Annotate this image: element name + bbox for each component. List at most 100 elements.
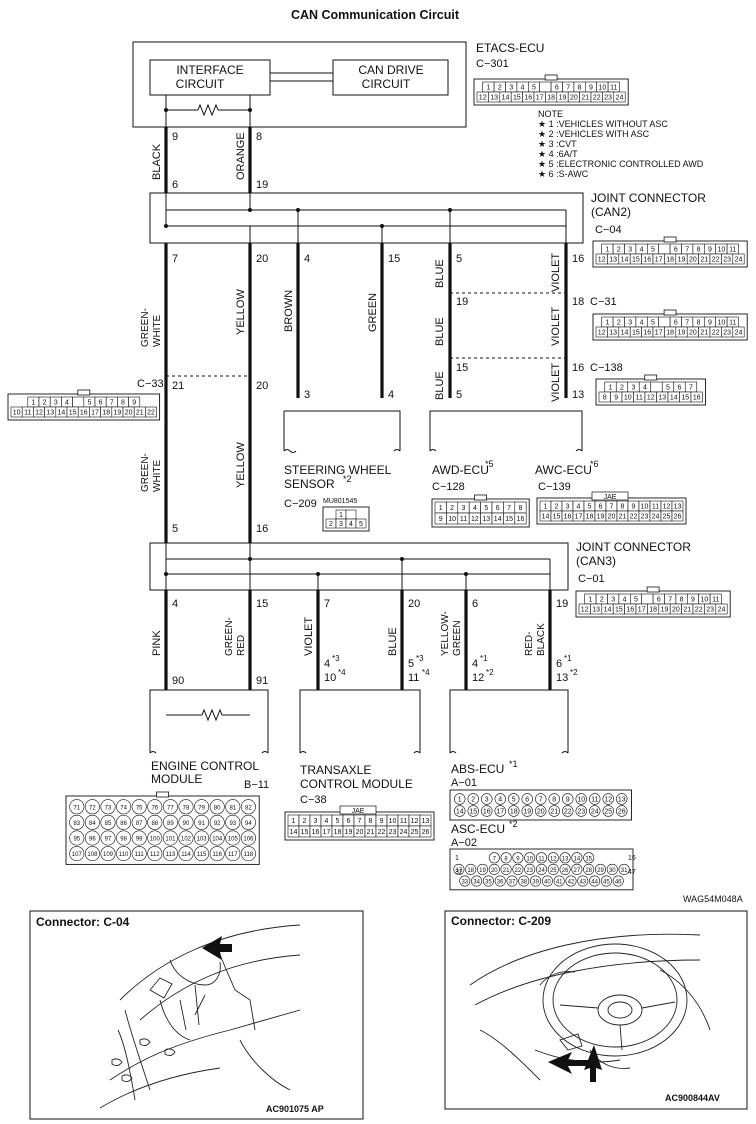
connector-pin bbox=[100, 830, 116, 846]
connector-cavity bbox=[658, 243, 671, 255]
tcm-pin-a2: 10 bbox=[324, 672, 336, 684]
top-wires: BLACK ORANGE 9 6 8 19 bbox=[151, 127, 268, 193]
connector-pin-number: 15 bbox=[632, 330, 640, 337]
connector-pin-number: 6 bbox=[657, 597, 661, 604]
connector-pin-number: 31 bbox=[621, 868, 628, 874]
connector-pin-number: 85 bbox=[105, 821, 112, 827]
connector-pin-number: 14 bbox=[670, 395, 678, 402]
connector-pin-number: 8 bbox=[621, 504, 625, 511]
connector-pin bbox=[100, 814, 116, 830]
connector-pin-number: 16 bbox=[483, 809, 491, 816]
can2-pin-7: 7 bbox=[172, 253, 178, 265]
connector-pin-number: 13 bbox=[490, 95, 498, 102]
panel-left-title: Connector: C-04 bbox=[36, 915, 130, 929]
connector-pin-number: 12 bbox=[479, 95, 487, 102]
connector-pin-number: 28 bbox=[585, 868, 592, 874]
connector-pin bbox=[481, 805, 493, 817]
connector-pin bbox=[162, 814, 178, 830]
connector-pin bbox=[602, 805, 614, 817]
connector-pin bbox=[467, 793, 479, 805]
can2-pin-19: 19 bbox=[256, 179, 268, 191]
connector-pin-number: 4 bbox=[577, 504, 581, 511]
note-6: ★ 6 :S-AWC bbox=[538, 169, 589, 179]
connector-pin bbox=[548, 805, 560, 817]
etacs-connector-code: C−301 bbox=[476, 58, 509, 70]
connector-pin bbox=[589, 875, 601, 887]
diagram-title: CAN Communication Circuit bbox=[291, 8, 460, 22]
steering-code: C−209 bbox=[284, 498, 317, 510]
panel-left-code: AC901075 AP bbox=[266, 1104, 324, 1114]
connector-pin-number: 20 bbox=[689, 257, 697, 264]
can-drive-circuit-label-1: CAN DRIVE bbox=[358, 63, 423, 77]
connector-pin bbox=[194, 830, 210, 846]
ecm-name-1: ENGINE CONTROL bbox=[151, 759, 259, 773]
tcm-code: C−38 bbox=[300, 794, 327, 806]
connector-pin-number: 17 bbox=[655, 257, 663, 264]
wire-color-yellow-1: YELLOW bbox=[235, 289, 247, 335]
connector-pin bbox=[147, 846, 163, 862]
connector-pin-number: 29 bbox=[597, 868, 604, 874]
wire-color-pink: PINK bbox=[151, 630, 163, 656]
connector-pin-number: 100 bbox=[150, 837, 161, 843]
connector-pin-number: 106 bbox=[243, 837, 254, 843]
connector-pin-number: 21 bbox=[367, 829, 375, 836]
asc-side-pin: 1 bbox=[455, 855, 459, 862]
interface-circuit-label-1: INTERFACE bbox=[176, 63, 243, 77]
connector-pin-number: 7 bbox=[566, 85, 570, 92]
connector-pin bbox=[547, 852, 559, 864]
connector-pin-number: 5 bbox=[666, 385, 670, 392]
tcm-pin-b2: 11 bbox=[408, 672, 419, 684]
connector-pin-number: 6 bbox=[678, 385, 682, 392]
connector-pin-number: 19 bbox=[597, 514, 605, 521]
connector-pin-number: 2 bbox=[471, 797, 475, 804]
connector-pin-number: 4 bbox=[640, 320, 644, 327]
connector-pin bbox=[454, 805, 466, 817]
connector-pin-number: 11 bbox=[400, 818, 407, 825]
dashboard-illustration-left bbox=[99, 924, 301, 1109]
can3-pin-6: 6 bbox=[472, 598, 478, 610]
connector-pin-number: 3 bbox=[339, 521, 343, 528]
connector-pin bbox=[494, 793, 506, 805]
connector-pin bbox=[521, 805, 533, 817]
connector-latch bbox=[156, 791, 170, 798]
pointer-arrow-right-2 bbox=[584, 1045, 602, 1082]
can2-code: C−04 bbox=[595, 224, 622, 236]
connector-pin-number: 8 bbox=[369, 818, 373, 825]
connector-pin-number: 94 bbox=[245, 821, 252, 827]
connector-pin-number: 16 bbox=[643, 257, 651, 264]
connector-pin-number: 71 bbox=[73, 805, 80, 811]
connector-pin-number: 12 bbox=[663, 504, 671, 511]
connector-pin-number: 1 bbox=[605, 247, 609, 254]
wire-color-violet-1: VIOLET bbox=[550, 253, 562, 292]
connector-pin-number: 112 bbox=[150, 852, 160, 858]
connector-pin-number: 34 bbox=[473, 880, 480, 886]
connector-pin-number: 8 bbox=[504, 856, 508, 862]
panel-right-code: AC900844AV bbox=[665, 1093, 720, 1103]
connector-pin-number: 3 bbox=[509, 85, 513, 92]
connector-pin-number: 2 bbox=[329, 521, 333, 528]
connector-pin-number: 3 bbox=[632, 385, 636, 392]
c138-pin-violet: 16 bbox=[572, 362, 584, 374]
connector-pin-number: 11 bbox=[591, 797, 598, 804]
connector-pin bbox=[147, 830, 163, 846]
connector-pin-number: 20 bbox=[491, 868, 498, 874]
tcm-pin-a1-star: *3 bbox=[332, 654, 340, 663]
connector-pin-number: 11 bbox=[538, 856, 545, 862]
connector-pin-number: 115 bbox=[197, 852, 207, 858]
connector-pin-number: 1 bbox=[31, 400, 35, 407]
connector-pin-number: 16 bbox=[80, 410, 88, 417]
panel-right-title: Connector: C-209 bbox=[451, 914, 551, 928]
connector-pin-number: 17 bbox=[456, 868, 463, 874]
connector-pin-number: 8 bbox=[680, 597, 684, 604]
wire-color-black: BLACK bbox=[151, 143, 163, 180]
wire-color-red-black: RED-BLACK bbox=[524, 623, 547, 656]
connector-pin bbox=[194, 814, 210, 830]
connector-pin-number: 4 bbox=[498, 797, 502, 804]
connector-pin-number: 3 bbox=[54, 400, 58, 407]
